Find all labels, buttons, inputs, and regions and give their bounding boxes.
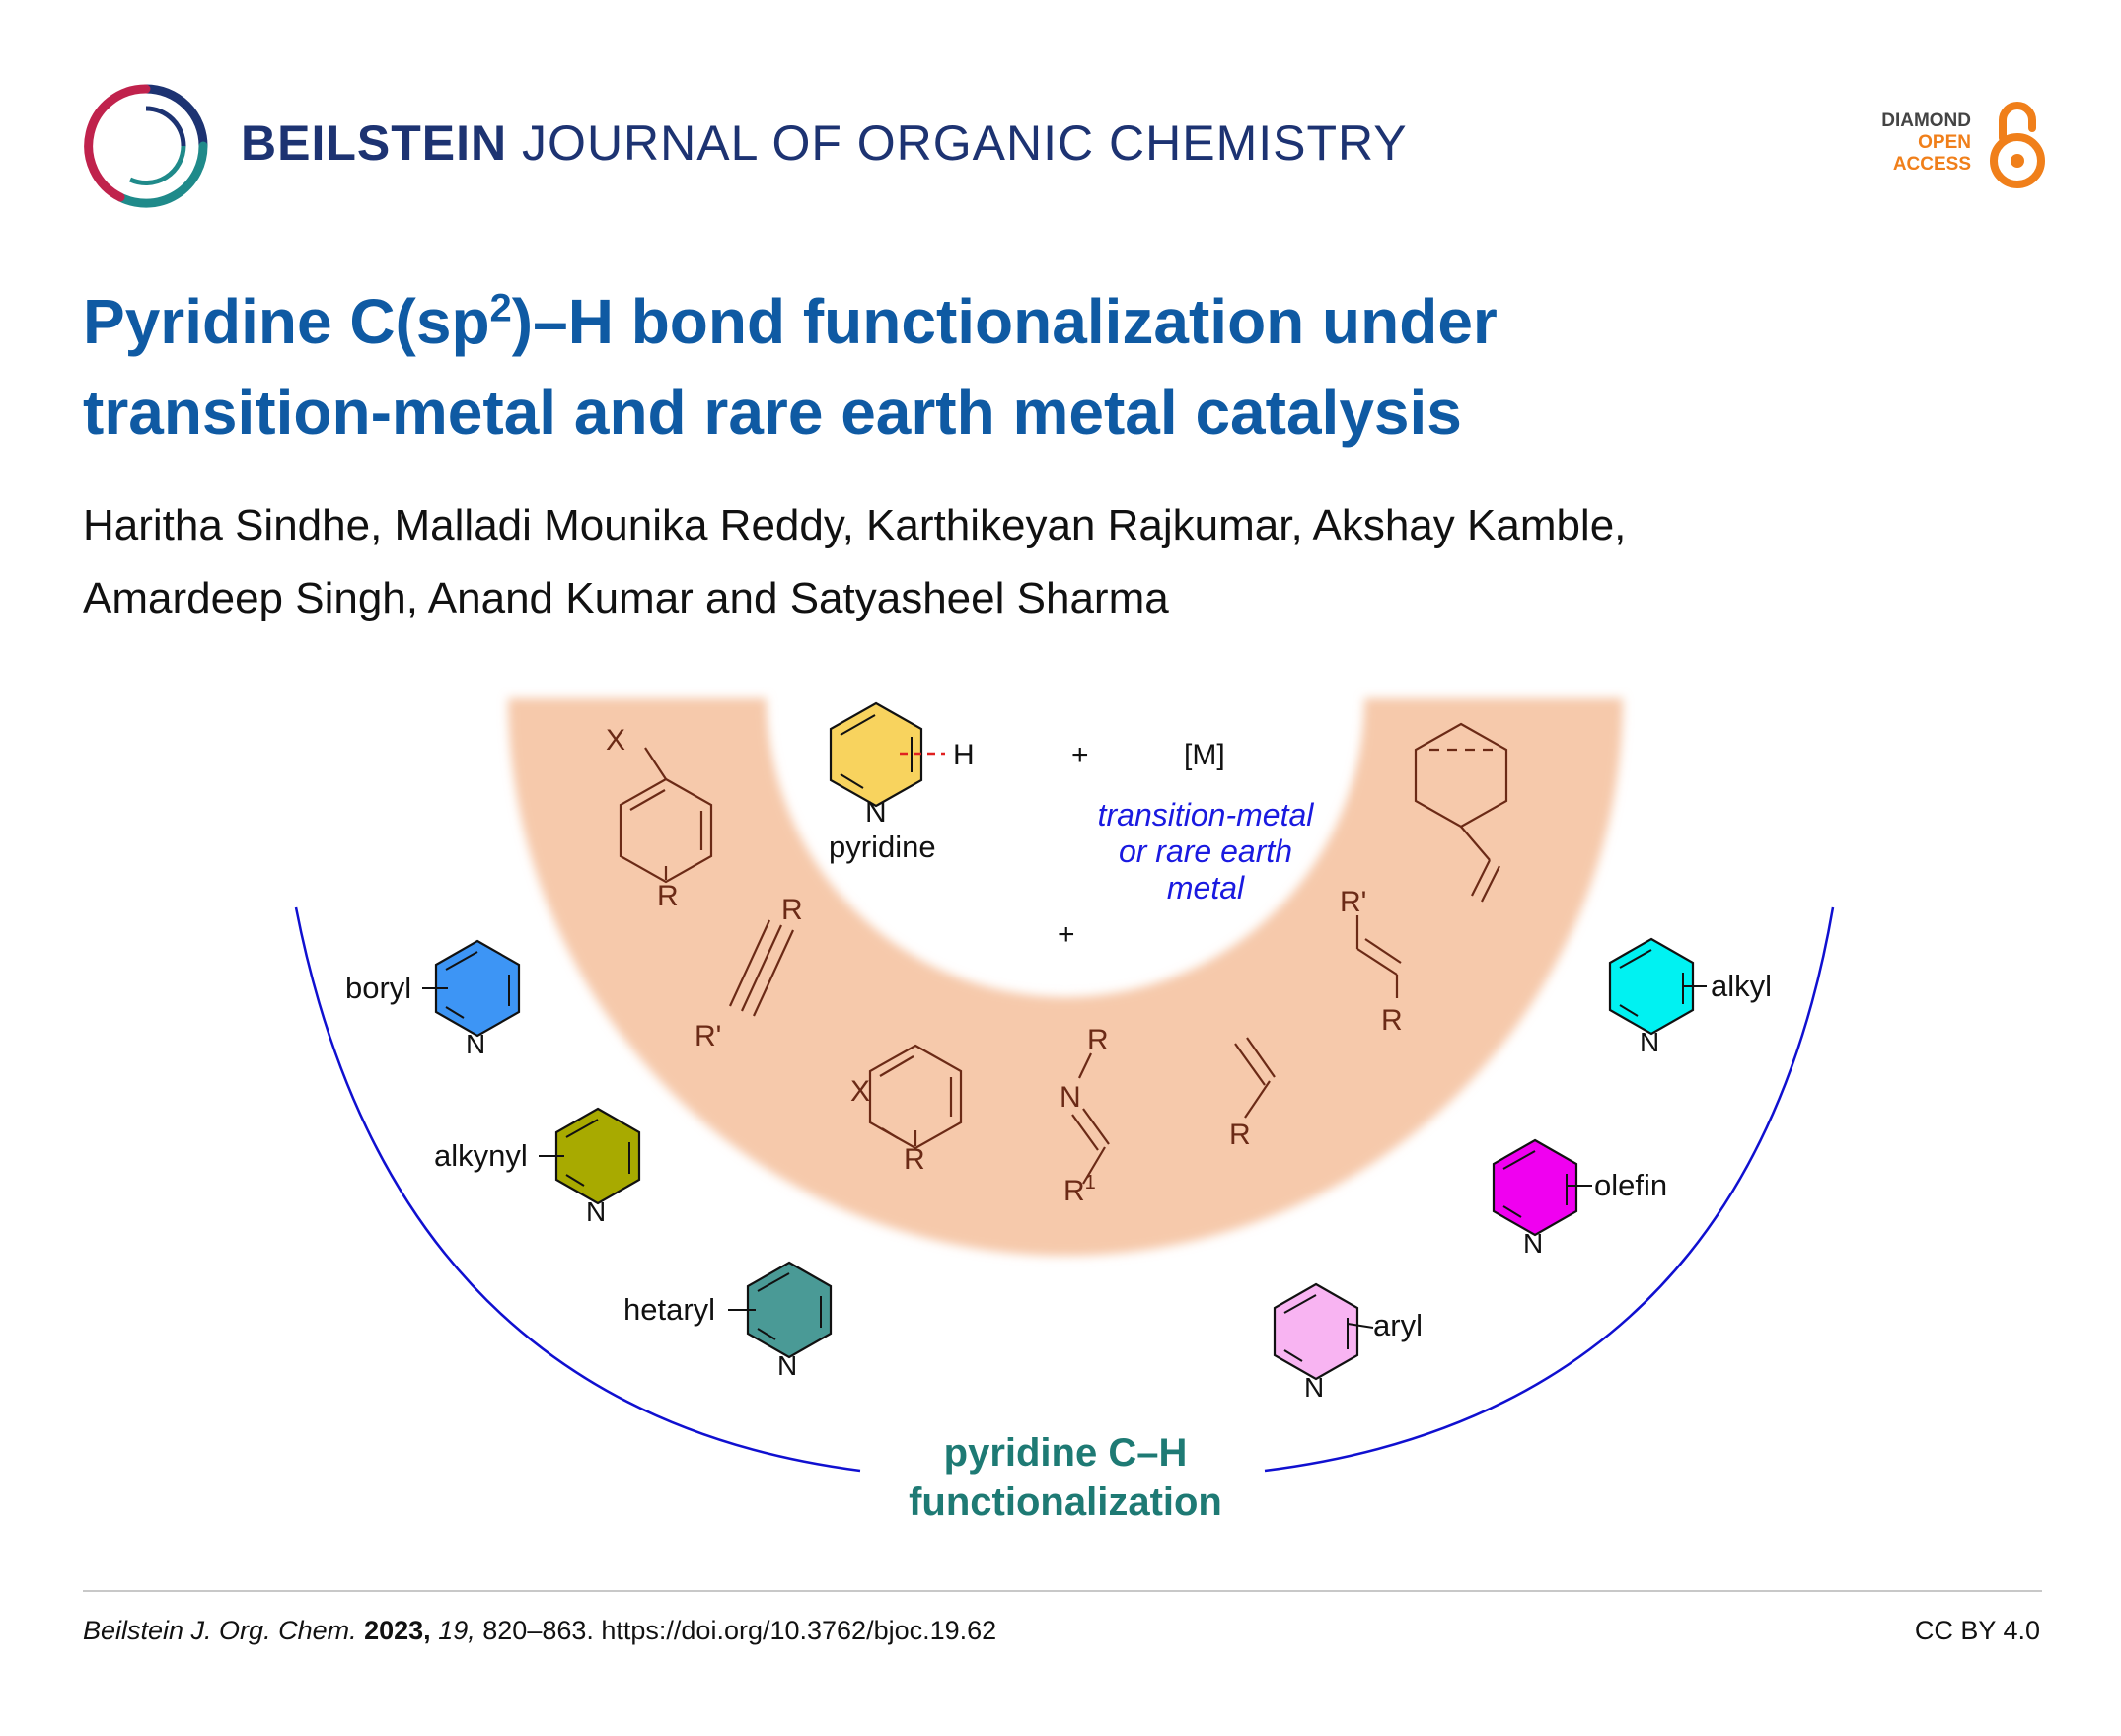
oa-line-open: OPEN: [1918, 132, 1971, 153]
article-title: Pyridine C(sp2)–H bond functionalization…: [83, 276, 1957, 458]
authors-line1: Haritha Sindhe, Malladi Mounika Reddy, K…: [83, 501, 1627, 549]
imine-R1: R1: [1063, 1172, 1096, 1207]
alkynyl-label: alkynyl: [434, 1138, 528, 1173]
aryl-N: N: [1304, 1372, 1324, 1403]
imine-R1-sup: 1: [1085, 1172, 1096, 1194]
alkyne-molecule: [729, 919, 794, 1017]
oa-line-diamond: DIAMOND: [1881, 110, 1971, 131]
catalyst-line1: transition-metal: [1098, 797, 1315, 832]
olefin-label: olefin: [1594, 1168, 1667, 1202]
title-part1: Pyridine C(sp: [83, 286, 490, 357]
hetaryl-N: N: [777, 1350, 797, 1381]
outer-arc-right: [1264, 906, 1835, 1473]
citation-year: 2023,: [364, 1616, 431, 1645]
oa-line-access: ACCESS: [1892, 154, 1971, 175]
internal-alkene-molecule: [1355, 915, 1402, 998]
alkene-R: R: [1229, 1119, 1251, 1151]
boryl-label: boryl: [345, 971, 411, 1005]
reagent-arc-band: [508, 698, 1623, 1256]
footer-divider: [83, 1590, 2042, 1592]
internal-alkene-R-prime: R': [1340, 886, 1366, 918]
alkyl-N: N: [1640, 1027, 1659, 1057]
authors-line2: Amardeep Singh, Anand Kumar and Satyashe…: [83, 574, 1169, 622]
aryl-halide-molecule: [619, 747, 713, 884]
citation-doi-link[interactable]: 820–863. https://doi.org/10.3762/bjoc.19…: [482, 1616, 997, 1645]
heteroarene-molecule: [868, 1044, 963, 1150]
journal-name-rest: JOURNAL OF ORGANIC CHEMISTRY: [522, 115, 1408, 171]
journal-logo-icon: [84, 84, 208, 208]
title-part2: )–H bond functionalization under: [511, 286, 1498, 357]
alkyne-R-prime: R': [695, 1020, 721, 1052]
citation-journal: Beilstein J. Org. Chem.: [83, 1616, 357, 1645]
citation: Beilstein J. Org. Chem. 2023, 19, 820–86…: [83, 1616, 996, 1646]
heteroarene-X: X: [850, 1075, 870, 1108]
caption-line2: functionalization: [909, 1481, 1222, 1524]
product-alkynyl: N alkynyl: [434, 1107, 641, 1227]
title-superscript: 2: [489, 286, 512, 330]
product-olefin: N olefin: [1492, 1138, 1667, 1259]
plus-sign-middle: +: [1058, 918, 1075, 951]
graphical-abstract: N H pyridine + [M] transition-metal or r…: [294, 698, 1835, 1524]
aryl-halide-X: X: [606, 724, 625, 757]
open-lock-icon: [1990, 102, 2045, 188]
olefin-N: N: [1523, 1228, 1543, 1259]
pyridine-label: pyridine: [829, 830, 936, 864]
journal-name: BEILSTEIN JOURNAL OF ORGANIC CHEMISTRY: [241, 114, 1408, 172]
imine-molecule: [1071, 1052, 1110, 1185]
imine-R1-base: R: [1063, 1175, 1085, 1207]
hetaryl-label: hetaryl: [623, 1292, 715, 1327]
product-alkyl: N alkyl: [1608, 937, 1772, 1057]
imine-N: N: [1060, 1081, 1081, 1114]
license-label: CC BY 4.0: [1914, 1616, 2040, 1645]
catalyst-line3: metal: [1167, 870, 1245, 905]
product-hetaryl: N hetaryl: [623, 1261, 833, 1381]
author-list: Haritha Sindhe, Malladi Mounika Reddy, K…: [83, 489, 2036, 635]
alkyne-R: R: [781, 894, 803, 926]
catalyst-line2: or rare earth: [1119, 833, 1292, 869]
imine-R: R: [1087, 1024, 1109, 1056]
boryl-N: N: [466, 1029, 485, 1059]
outer-arc-left: [294, 906, 861, 1473]
pyridine-N: N: [865, 796, 887, 829]
product-aryl: N aryl: [1273, 1282, 1423, 1403]
open-access-badge: DIAMOND OPEN ACCESS: [1881, 110, 1971, 176]
caption-line1: pyridine C–H: [944, 1431, 1188, 1475]
metal-label: [M]: [1184, 739, 1225, 771]
aryl-label: aryl: [1373, 1308, 1423, 1342]
product-boryl: N boryl: [345, 939, 521, 1059]
heteroarene-R: R: [904, 1143, 925, 1176]
pyridine-H: H: [953, 739, 975, 771]
alkynyl-N: N: [586, 1196, 606, 1227]
title-line2: transition-metal and rare earth metal ca…: [83, 377, 1462, 448]
journal-name-bold: BEILSTEIN: [241, 115, 508, 171]
citation-volume: 19,: [438, 1616, 475, 1645]
alkene-molecule: [1234, 1037, 1276, 1119]
aryl-halide-R: R: [657, 880, 679, 912]
internal-alkene-R: R: [1381, 1004, 1403, 1037]
plus-sign-top: +: [1071, 739, 1089, 771]
alkyl-label: alkyl: [1711, 969, 1772, 1003]
styrene-molecule: [1414, 722, 1508, 903]
pyridine-molecule: N H pyridine: [829, 701, 975, 864]
